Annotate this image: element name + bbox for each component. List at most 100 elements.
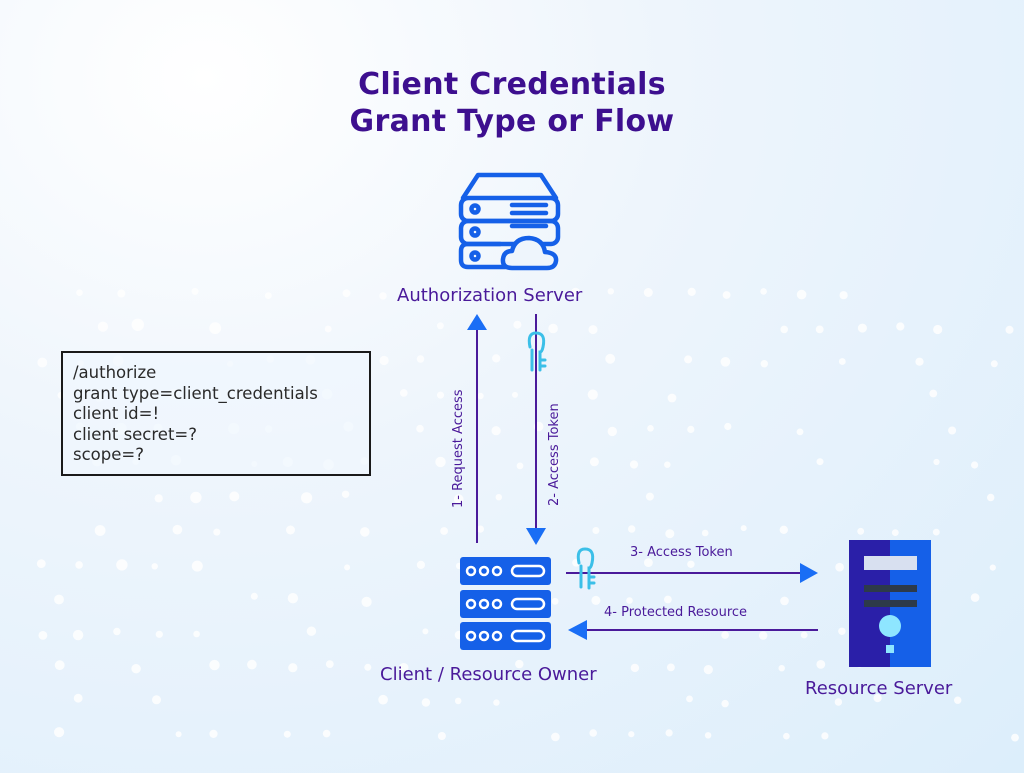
background-dot <box>37 357 48 368</box>
background-dot <box>54 660 65 671</box>
background-dot <box>209 659 220 671</box>
title-line-2: Grant Type or Flow <box>349 104 675 139</box>
background-dot <box>437 391 444 399</box>
background-dot <box>724 422 732 431</box>
background-dot <box>341 490 350 498</box>
background-dot <box>361 596 372 608</box>
background-dot <box>76 289 83 297</box>
background-dot <box>780 596 789 606</box>
request-line: client secret=? <box>73 424 198 444</box>
background-dot <box>932 528 940 536</box>
background-dot <box>344 564 351 571</box>
background-dot <box>131 318 144 331</box>
background-dot <box>512 391 518 398</box>
background-dot <box>209 729 218 739</box>
background-dot <box>379 355 389 366</box>
background-dot <box>191 560 203 572</box>
background-dot <box>116 559 128 571</box>
background-dot <box>342 289 351 298</box>
background-dot <box>987 493 995 502</box>
background-dot <box>779 525 788 534</box>
background-dot <box>190 491 202 504</box>
background-dot <box>800 631 808 639</box>
background-dot <box>416 560 425 570</box>
background-dot <box>933 458 940 466</box>
background-dot <box>684 355 693 364</box>
background-dot <box>1011 733 1019 742</box>
background-dot <box>629 460 639 469</box>
background-dot <box>588 325 598 335</box>
background-dot <box>54 594 64 605</box>
title-line-1: Client Credentials <box>358 67 666 102</box>
background-dot <box>686 695 693 703</box>
background-dot <box>360 527 370 537</box>
background-dot <box>288 663 298 673</box>
background-dot <box>796 428 804 436</box>
background-dot <box>493 699 500 706</box>
background-dot <box>647 425 654 432</box>
background-dot <box>667 663 675 672</box>
background-dot <box>796 289 807 300</box>
background-dot <box>72 629 84 641</box>
background-dot <box>605 353 616 364</box>
background-dot <box>778 665 785 672</box>
background-dot <box>628 525 636 533</box>
background-dot <box>213 528 221 536</box>
background-dot <box>324 325 332 333</box>
request-line: scope=? <box>73 445 144 464</box>
request-line: client id=! <box>73 404 160 423</box>
background-dot <box>453 494 464 504</box>
background-dot <box>687 425 695 433</box>
step-1-label: 1- Request Access <box>451 389 466 508</box>
background-dot <box>891 529 899 536</box>
background-dot <box>151 563 158 570</box>
background-dot <box>971 461 979 469</box>
background-dot <box>286 525 295 535</box>
background-dot <box>73 693 83 703</box>
background-dot <box>915 357 924 366</box>
background-dot <box>191 287 199 295</box>
background-dot <box>644 558 653 567</box>
step-3-label: 3- Access Token <box>630 545 733 560</box>
background-dot <box>873 694 882 703</box>
background-dot <box>287 593 299 604</box>
background-dot <box>453 424 463 434</box>
request-parameters-box: /authorize grant type=client_credentials… <box>61 351 371 476</box>
request-line: grant type=client_credentials <box>73 383 318 403</box>
background-dot <box>476 525 484 533</box>
background-dot <box>740 525 747 532</box>
background-dot <box>970 593 980 602</box>
background-dot <box>760 288 767 295</box>
background-dot <box>591 595 601 605</box>
server-cloud-icon <box>458 172 561 271</box>
background-dot <box>492 354 501 363</box>
background-dot <box>175 731 182 738</box>
background-dot <box>664 461 671 468</box>
background-dot <box>760 360 768 368</box>
background-dot <box>587 389 598 400</box>
background-dot <box>416 424 424 433</box>
background-dot <box>75 561 83 569</box>
background-dot <box>437 322 444 330</box>
background-dot <box>477 392 484 400</box>
background-dot <box>816 660 826 669</box>
background-dot <box>131 664 141 674</box>
background-dot <box>437 732 446 740</box>
background-dot <box>421 698 431 707</box>
background-dot <box>592 527 600 534</box>
background-dot <box>400 389 408 397</box>
server-rack-icon <box>460 557 551 650</box>
authorization-server-label: Authorization Server <box>397 285 583 306</box>
background-dot <box>990 360 998 368</box>
background-dot <box>839 291 848 300</box>
step-4-label: 4- Protected Resource <box>604 605 748 620</box>
background-dot <box>454 697 462 705</box>
background-dot <box>948 426 957 435</box>
server-tower-icon <box>849 540 931 667</box>
background-dot <box>264 292 272 299</box>
background-dot <box>571 287 581 297</box>
background-dot <box>416 355 425 363</box>
background-dot <box>113 627 121 636</box>
background-dot <box>97 321 108 332</box>
